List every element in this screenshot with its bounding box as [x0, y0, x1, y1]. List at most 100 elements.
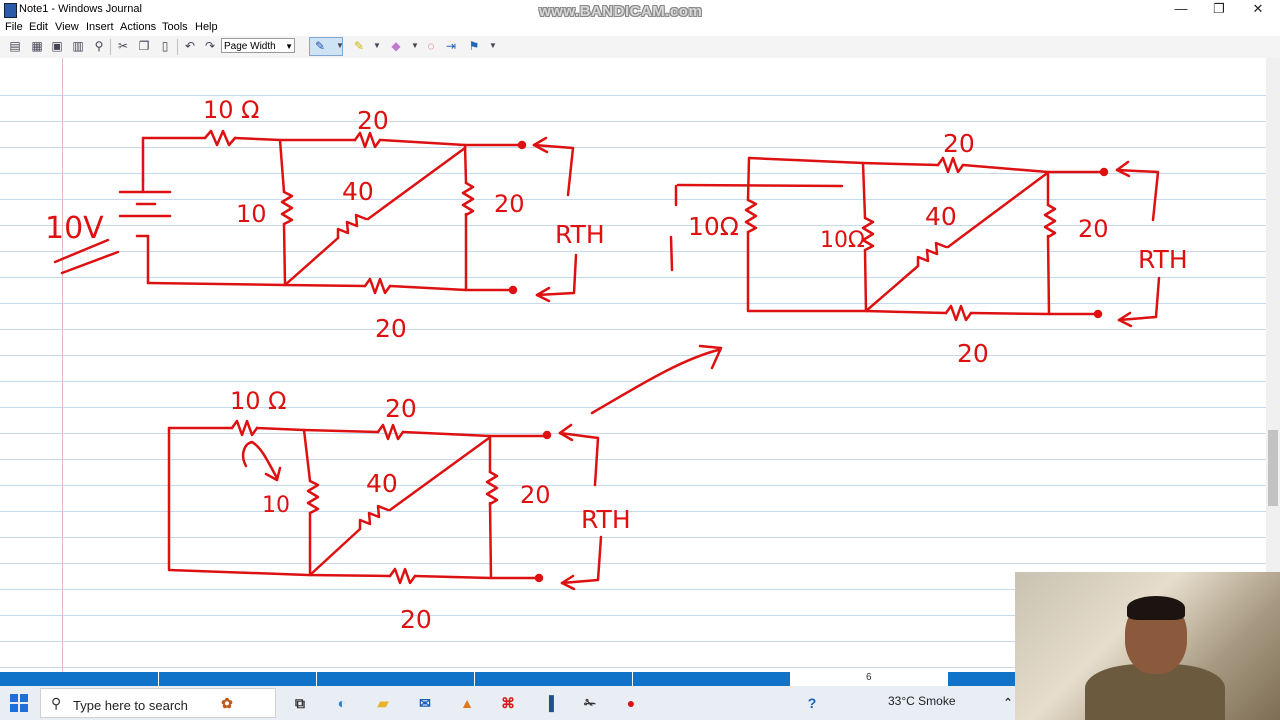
label-c3-rth: RTH: [581, 505, 631, 534]
paste-icon[interactable]: ▯: [161, 39, 169, 53]
wire: [278, 138, 286, 194]
label-c1-rbot: 20: [375, 314, 407, 343]
resistor-20-top: [353, 131, 382, 149]
lasso-icon[interactable]: ◌: [427, 39, 435, 53]
label-c1-source: 10V: [45, 211, 104, 246]
wire: [861, 161, 867, 220]
label-c3-rdiag: 40: [366, 469, 398, 498]
task-view-icon[interactable]: ⧉: [295, 695, 305, 711]
margin-line: [62, 58, 63, 672]
wire: [366, 146, 467, 221]
scrollbar-thumb[interactable]: [1268, 430, 1278, 506]
label-c1-rright: 20: [494, 190, 525, 218]
copy-icon[interactable]: ❐: [138, 39, 150, 53]
acrobat-icon[interactable]: ⌘: [501, 695, 515, 711]
highlighter-icon[interactable]: ✎: [353, 39, 365, 53]
zoom-select[interactable]: Page Width▼: [221, 38, 295, 53]
menu-tools[interactable]: Tools: [162, 21, 188, 33]
zoom-value: Page Width: [224, 41, 276, 52]
label-c2-rdiag: 40: [925, 202, 957, 231]
highlighter-dropdown-icon[interactable]: ▼: [373, 41, 381, 50]
minimize-button[interactable]: —: [1174, 1, 1188, 16]
note-canvas[interactable]: 10 Ω 20 10V 10 40 20 RTH 20 20 10Ω 10Ω 4…: [0, 58, 1266, 672]
eraser-dropdown-icon[interactable]: ▼: [411, 41, 419, 50]
arrow: [1117, 318, 1133, 328]
record-icon[interactable]: ●: [626, 695, 636, 711]
resistor-10-mid: [280, 190, 294, 226]
help-icon[interactable]: ?: [807, 695, 817, 711]
arrow: [535, 293, 551, 303]
presenter-hair: [1127, 596, 1185, 620]
cut-icon[interactable]: ✂: [117, 39, 129, 53]
arrow: [590, 348, 720, 415]
menu-file[interactable]: File: [5, 21, 23, 33]
wire: [388, 436, 491, 512]
save-icon[interactable]: ▣: [51, 39, 63, 53]
resistor-20-bottom: [363, 277, 392, 295]
weather-status[interactable]: 33°C Smoke: [888, 694, 956, 708]
wire: [863, 248, 868, 313]
arrow: [535, 286, 551, 297]
arrow: [1115, 160, 1130, 172]
flag-dropdown-icon[interactable]: ▼: [489, 41, 497, 50]
menu-actions[interactable]: Actions: [120, 21, 157, 33]
undo-icon[interactable]: ↶: [184, 39, 196, 53]
wire: [488, 501, 493, 580]
page-tab[interactable]: [0, 672, 159, 686]
search-placeholder: Type here to search: [73, 698, 188, 713]
close-button[interactable]: ✕: [1252, 1, 1264, 16]
restore-button[interactable]: ❐: [1213, 1, 1225, 16]
redo-icon[interactable]: ↷: [204, 39, 216, 53]
eraser-icon[interactable]: ◆: [391, 39, 401, 53]
title-bar: Note1 - Windows Journal www.BANDICAM.com…: [0, 0, 1280, 20]
pen-tool-button[interactable]: [309, 37, 343, 56]
label-c1-rmid: 10: [236, 200, 267, 228]
wire: [282, 222, 287, 287]
tray-chevron-icon[interactable]: ⌃: [1003, 697, 1013, 709]
file-explorer-icon[interactable]: ▰: [377, 695, 389, 711]
pen-icon[interactable]: ✎: [314, 39, 326, 53]
print-icon[interactable]: ▥: [72, 39, 84, 53]
menu-bar: File Edit View Insert Actions Tools Help: [0, 20, 1280, 36]
menu-edit[interactable]: Edit: [29, 21, 48, 33]
find-icon[interactable]: ⚲: [94, 39, 104, 53]
open-icon[interactable]: ▦: [31, 39, 43, 53]
resistor-10ohm-mid: [861, 216, 875, 252]
toolbar-divider: [177, 39, 178, 55]
journal-icon[interactable]: ▐: [544, 695, 554, 711]
mail-icon[interactable]: ✉: [419, 695, 431, 711]
widget-icon[interactable]: ✿: [221, 695, 233, 711]
arrow: [532, 136, 548, 147]
page-tab[interactable]: [948, 672, 1019, 686]
wire: [676, 183, 844, 188]
matlab-icon[interactable]: ▲: [460, 695, 474, 711]
window-title: Note1 - Windows Journal: [19, 3, 142, 15]
snipping-icon[interactable]: ✁: [584, 695, 596, 711]
menu-view[interactable]: View: [55, 21, 79, 33]
menu-insert[interactable]: Insert: [86, 21, 114, 33]
pen-dropdown-icon[interactable]: ▼: [336, 41, 344, 50]
menu-help[interactable]: Help: [195, 21, 218, 33]
flag-icon[interactable]: ⚑: [468, 39, 480, 53]
wire: [1046, 234, 1051, 316]
label-c2-rth: RTH: [1138, 245, 1188, 274]
page-tab[interactable]: [317, 672, 475, 686]
windows-start-icon[interactable]: [10, 694, 28, 712]
rth-bracket: [532, 143, 575, 197]
resistor-20-bottom: [388, 567, 417, 585]
insert-space-icon[interactable]: ⇥: [445, 39, 457, 53]
wire: [388, 284, 515, 292]
edge-icon[interactable]: ◐: [337, 695, 347, 711]
label-c2-rbot: 20: [957, 339, 989, 368]
page-tab[interactable]: [159, 672, 317, 686]
vertical-scrollbar[interactable]: [1266, 58, 1280, 672]
taskbar-search[interactable]: ⚲ Type here to search: [40, 688, 276, 718]
wire: [302, 428, 312, 483]
label-c3-rtop: 20: [385, 394, 417, 423]
new-note-icon[interactable]: ▤: [9, 39, 21, 53]
arrow: [698, 344, 723, 370]
label-c2-rright: 20: [1078, 215, 1109, 243]
page-tab[interactable]: [633, 672, 791, 686]
page-tab[interactable]: [475, 672, 633, 686]
arrow: [558, 423, 573, 435]
